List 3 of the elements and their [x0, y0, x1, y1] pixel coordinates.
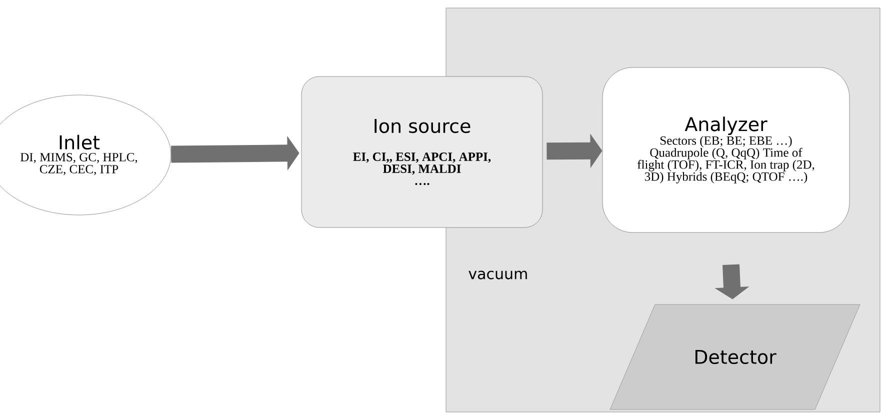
process-box: Ion source EI, CI,, ESI, APCI, APPI, DESI, MALDI …. — [301, 76, 543, 228]
detector-parallelogram: Detector — [610, 304, 860, 410]
panel-label: vacuum — [468, 270, 527, 280]
